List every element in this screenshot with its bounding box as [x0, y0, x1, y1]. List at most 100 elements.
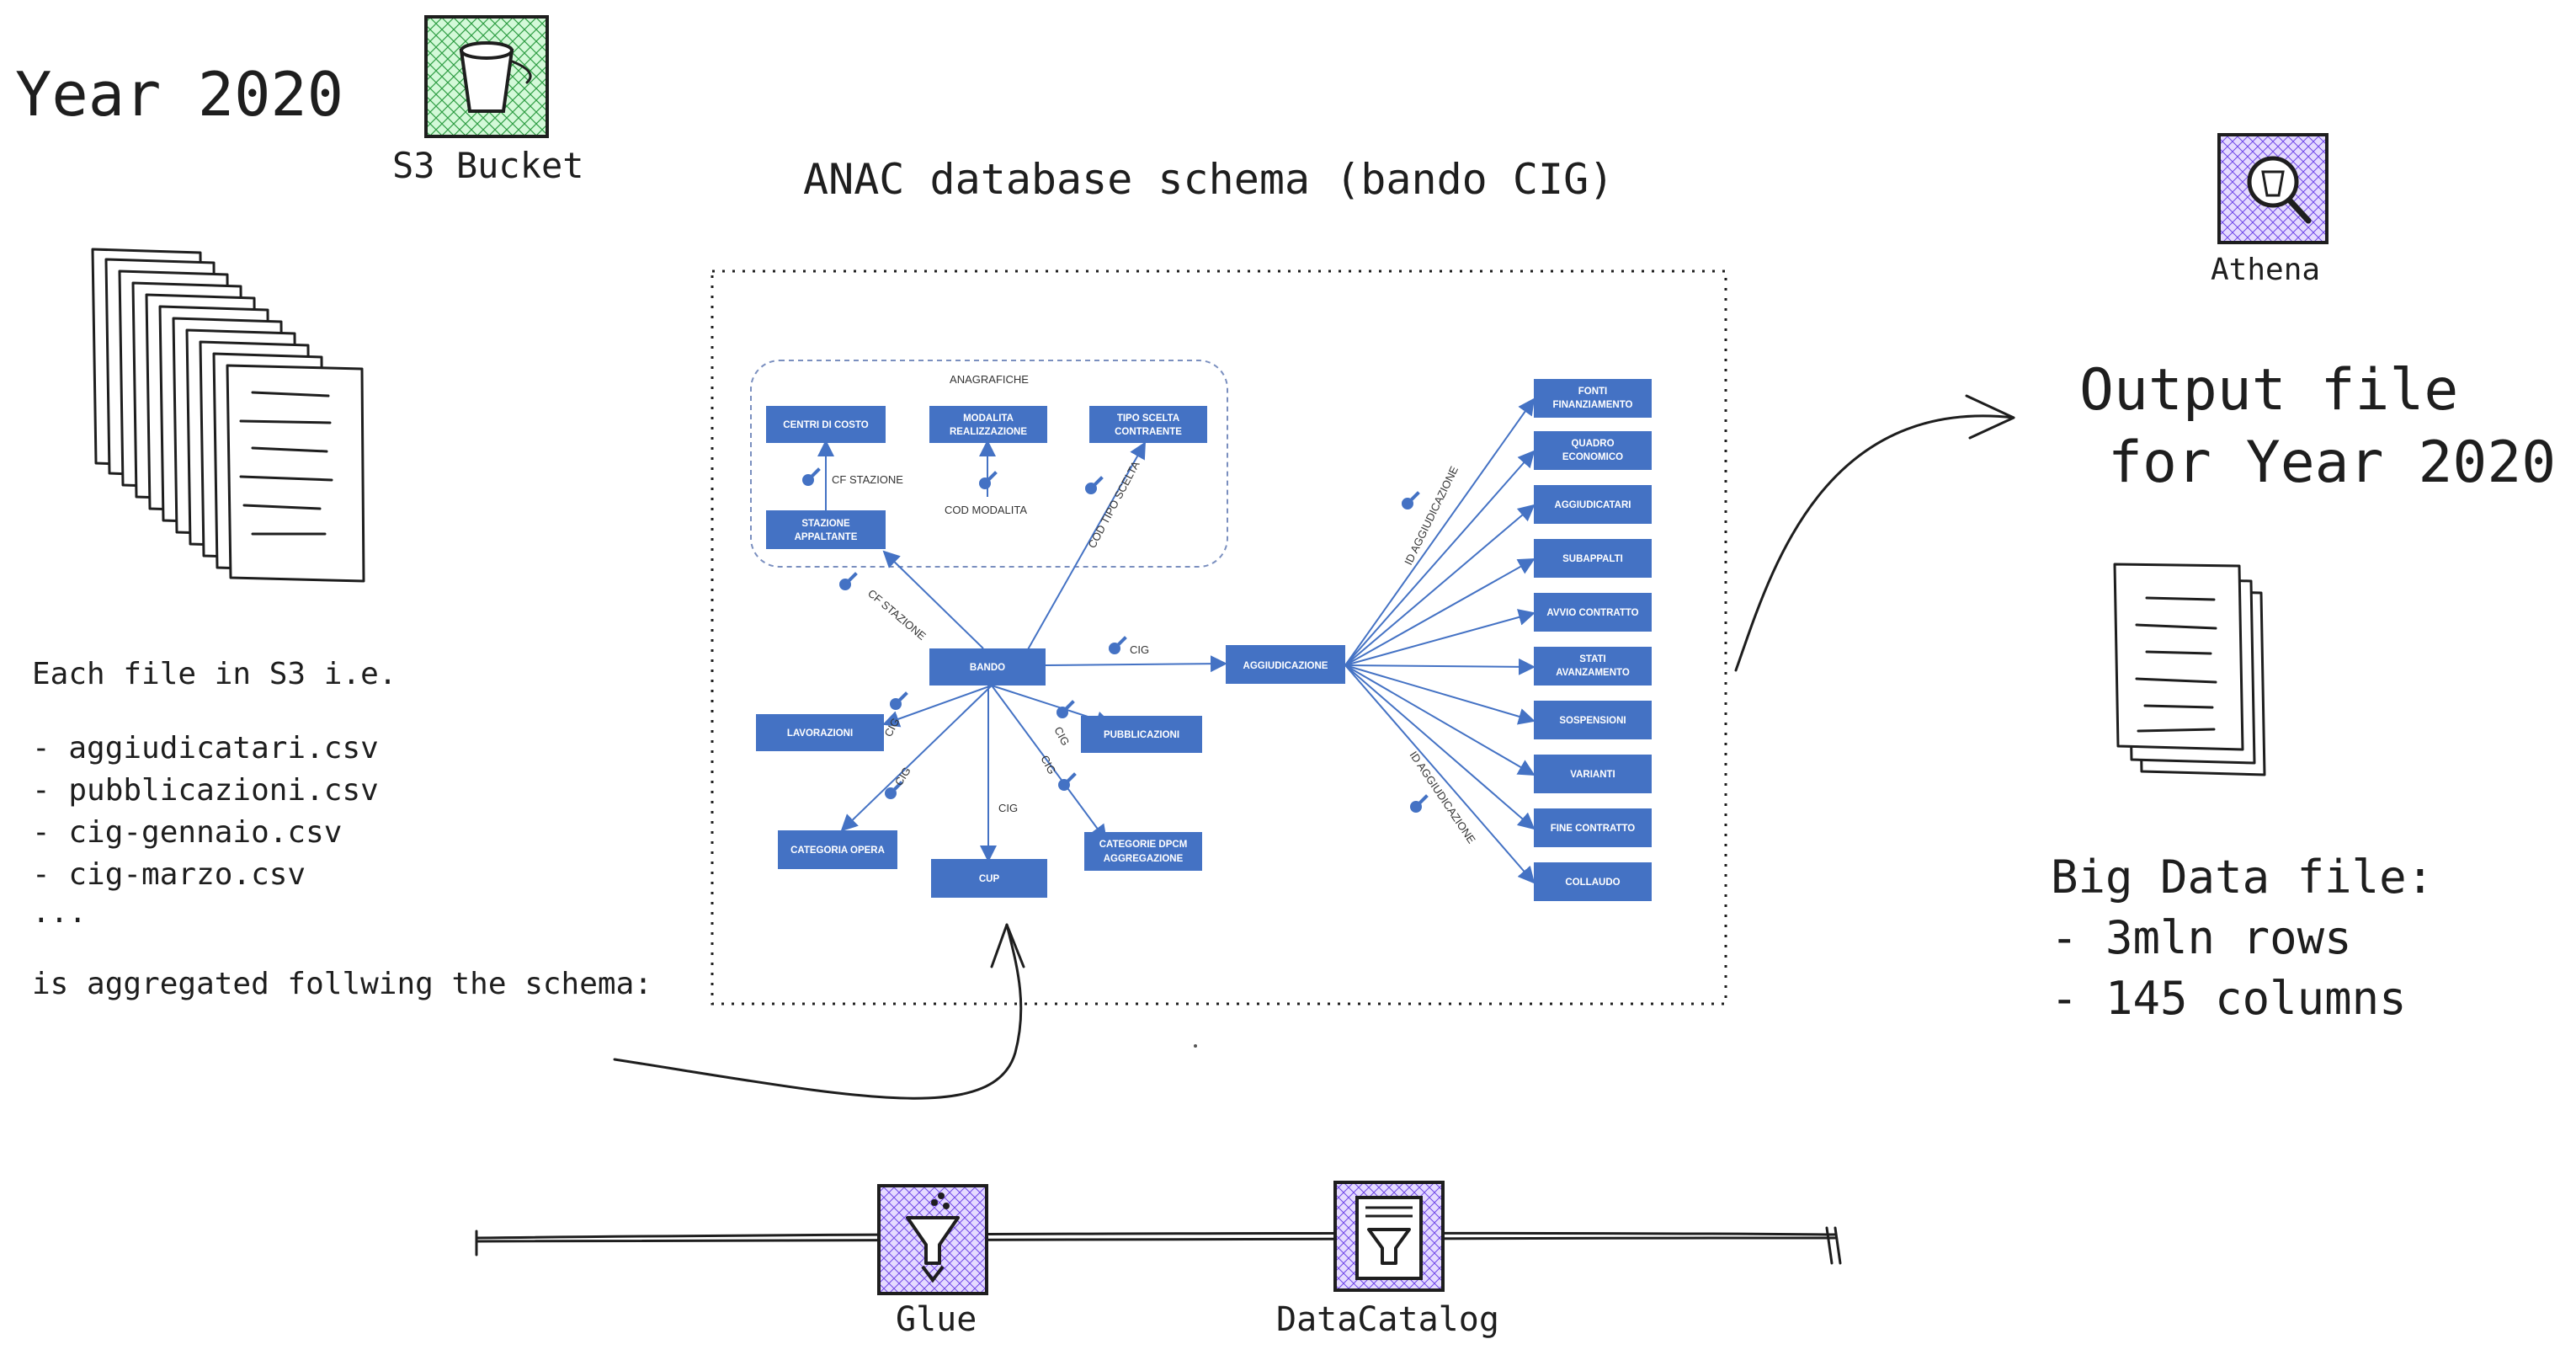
edge-label-cod-modalita: COD MODALITA: [945, 504, 1027, 516]
schema-title: ANAC database schema (bando CIG): [803, 155, 1615, 204]
node-pubblicazioni: PUBBLICAZIONI: [1081, 716, 1202, 753]
svg-text:AVVIO CONTRATTO: AVVIO CONTRATTO: [1546, 608, 1638, 618]
description-block: Each file in S3 i.e. - aggiudicatari.csv…: [32, 653, 652, 1006]
svg-text:LAVORAZIONI: LAVORAZIONI: [787, 728, 853, 739]
node-categorie-dpcm: CATEGORIE DPCM AGGREGAZIONE: [1084, 832, 1202, 871]
svg-text:FONTI: FONTI: [1578, 387, 1608, 397]
edge-label-cf-stazione-b: CF STAZIONE: [865, 587, 929, 643]
anagrafiche-label: ANAGRAFICHE: [950, 373, 1029, 386]
file-item: - aggiudicatari.csv: [32, 731, 379, 766]
stray-dot: [1194, 1044, 1197, 1048]
pipeline-line: [475, 1226, 1842, 1265]
svg-text:ECONOMICO: ECONOMICO: [1562, 452, 1623, 462]
year-title: Year 2020: [15, 59, 344, 130]
edge-label-cig-cat: CIG: [892, 765, 913, 788]
node-avvio-contratto: AVVIO CONTRATTO: [1534, 593, 1652, 632]
file-item: - cig-marzo.csv: [32, 857, 306, 892]
edge-label-cig-cup: CIG: [998, 802, 1018, 814]
description-footer: is aggregated follwing the schema:: [32, 967, 652, 1001]
node-stati-avanzamento: STATI AVANZAMENTO: [1534, 647, 1652, 686]
edge-label-cod-tipo-scelta: COD TIPO SCELTA: [1085, 459, 1142, 551]
node-fine-contratto: FINE CONTRATTO: [1534, 808, 1652, 847]
athena-icon: [2217, 133, 2329, 244]
glue-icon: [877, 1184, 988, 1295]
node-cup: CUP: [931, 859, 1047, 898]
anagrafiche-group: [750, 360, 1228, 568]
svg-text:REALIZZAZIONE: REALIZZAZIONE: [950, 427, 1027, 437]
svg-text:CONTRAENTE: CONTRAENTE: [1115, 427, 1182, 437]
svg-text:CATEGORIA OPERA: CATEGORIA OPERA: [790, 846, 885, 856]
svg-text:CATEGORIE DPCM: CATEGORIE DPCM: [1099, 840, 1188, 850]
description-intro: Each file in S3 i.e.: [32, 657, 397, 691]
svg-text:STATI: STATI: [1579, 654, 1606, 664]
key-icon: [885, 781, 903, 799]
key-icon: [1402, 491, 1420, 509]
file-item: - pubblicazioni.csv: [32, 773, 379, 808]
node-subappalti: SUBAPPALTI: [1534, 539, 1652, 578]
bigdata-cols: - 145 columns: [2051, 972, 2407, 1025]
svg-text:STAZIONE: STAZIONE: [801, 519, 850, 529]
svg-text:AGGIUDICAZIONE: AGGIUDICAZIONE: [1243, 661, 1328, 671]
edge-label-id-agg-down: ID AGGIUDICAZIONE: [1408, 749, 1479, 846]
svg-text:AGGIUDICATARI: AGGIUDICATARI: [1555, 500, 1631, 510]
node-quadro-economico: QUADRO ECONOMICO: [1534, 431, 1652, 470]
svg-text:VARIANTI: VARIANTI: [1570, 770, 1615, 780]
svg-text:MODALITA: MODALITA: [963, 413, 1014, 424]
node-aggiudicatari: AGGIUDICATARI: [1534, 485, 1652, 524]
node-fonti-finanziamento: FONTI FINANZIAMENTO: [1534, 379, 1652, 418]
node-categoria-opera: CATEGORIA OPERA: [778, 830, 897, 869]
edge-label-cf-stazione-a: CF STAZIONE: [832, 473, 903, 486]
arrow-to-schema: [613, 923, 1025, 1100]
svg-text:SUBAPPALTI: SUBAPPALTI: [1562, 554, 1623, 564]
svg-text:PUBBLICAZIONI: PUBBLICAZIONI: [1104, 730, 1179, 740]
svg-text:AVANZAMENTO: AVANZAMENTO: [1556, 668, 1630, 678]
node-bando: BANDO: [929, 648, 1046, 686]
svg-text:BANDO: BANDO: [970, 663, 1005, 673]
node-stazione-appaltante: STAZIONE APPALTANTE: [766, 510, 886, 549]
svg-text:SOSPENSIONI: SOSPENSIONI: [1559, 716, 1626, 726]
svg-text:CENTRI DI COSTO: CENTRI DI COSTO: [783, 420, 868, 430]
arrow-to-output: [1734, 394, 2015, 672]
datacatalog-label: DataCatalog: [1276, 1300, 1499, 1339]
node-lavorazioni: LAVORAZIONI: [756, 714, 884, 751]
svg-text:CUP: CUP: [979, 874, 1000, 884]
file-item: - cig-gennaio.csv: [32, 815, 343, 850]
node-centri-di-costo: CENTRI DI COSTO: [766, 406, 886, 443]
svg-text:FINANZIAMENTO: FINANZIAMENTO: [1553, 400, 1633, 410]
key-icon: [1085, 476, 1104, 494]
svg-text:TIPO SCELTA: TIPO SCELTA: [1117, 413, 1179, 424]
datacatalog-icon: [1333, 1181, 1445, 1292]
glue-label: Glue: [896, 1300, 977, 1339]
key-icon: [839, 572, 858, 590]
key-icon: [1109, 636, 1127, 654]
svg-text:COLLAUDO: COLLAUDO: [1565, 878, 1620, 888]
file-item-ellipsis: ...: [32, 895, 88, 930]
bigdata-block: Big Data file: - 3mln rows - 145 columns: [2051, 847, 2434, 1029]
output-file-icon: [2113, 563, 2266, 776]
node-sospensioni: SOSPENSIONI: [1534, 701, 1652, 739]
s3-bucket-label: S3 Bucket: [392, 145, 584, 186]
output-title-line1: Output file: [2079, 357, 2459, 424]
athena-label: Athena: [2211, 253, 2321, 287]
node-varianti: VARIANTI: [1534, 755, 1652, 793]
key-icon: [1056, 700, 1075, 718]
key-icon: [1058, 772, 1077, 791]
schema-diagram: ANAGRAFICHE: [750, 360, 1652, 901]
key-icons: [802, 467, 1429, 813]
node-tipo-scelta-contraente: TIPO SCELTA CONTRAENTE: [1089, 406, 1207, 443]
key-icon: [1410, 794, 1429, 813]
node-aggiudicazione: AGGIUDICAZIONE: [1226, 645, 1345, 684]
csv-files-stack-icon: [91, 248, 365, 583]
svg-text:FINE CONTRATTO: FINE CONTRATTO: [1551, 824, 1636, 834]
key-icon: [979, 471, 998, 489]
node-collaudo: COLLAUDO: [1534, 862, 1652, 901]
bigdata-rows: - 3mln rows: [2051, 911, 2352, 964]
node-modalita-realizzazione: MODALITA REALIZZAZIONE: [929, 406, 1047, 443]
key-icon: [802, 467, 821, 486]
svg-text:AGGREGAZIONE: AGGREGAZIONE: [1104, 854, 1184, 864]
svg-text:APPALTANTE: APPALTANTE: [795, 532, 858, 542]
edge-label-cig-agg: CIG: [1130, 643, 1149, 656]
output-title-line2: for Year 2020: [2108, 429, 2557, 496]
schema-frame: [711, 269, 1727, 1006]
